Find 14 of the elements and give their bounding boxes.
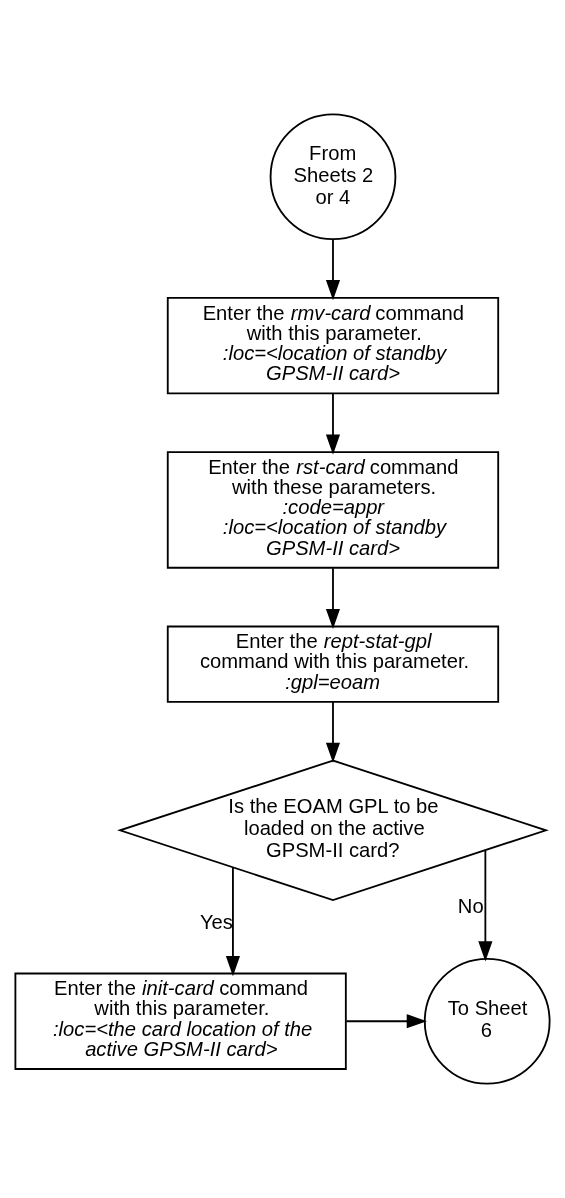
node-box: Enter the init-card command with this parameter. :loc=<the card location of the active GPSM-II card> xyxy=(14,972,347,1070)
node-circle: To Sheet 6 xyxy=(423,957,551,1085)
arrow xyxy=(345,1014,427,1029)
arrow xyxy=(325,393,341,455)
arrow xyxy=(225,867,240,977)
node-box: Enter the rept-stat-gpl command with this parameter. :gpl=eoam xyxy=(166,625,500,703)
edge-label: Yes xyxy=(199,910,233,933)
node-circle: From Sheets 2 or 4 xyxy=(269,113,397,241)
arrow xyxy=(478,849,493,962)
arrow xyxy=(325,567,341,630)
arrow xyxy=(325,700,341,763)
node-box: Enter the rst-card command with these parameters. :code=appr :loc=<location of standby GPSM-II card> xyxy=(166,451,500,569)
node-box: Enter the rmv-card command with this parameter. :loc=<location of standby GPSM-II card> xyxy=(166,297,500,395)
arrow xyxy=(325,238,341,301)
